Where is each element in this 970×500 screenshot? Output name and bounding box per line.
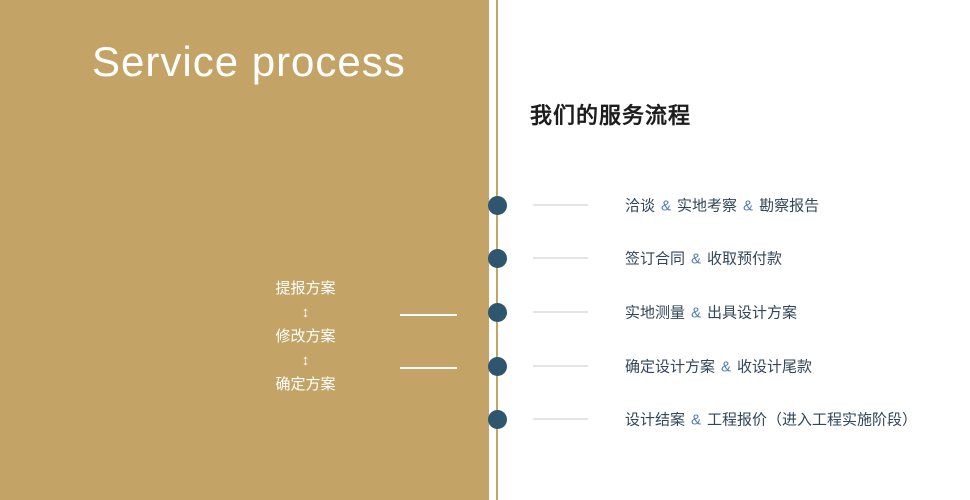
page-title: Service process xyxy=(92,38,406,85)
step-segment: 设计结案 xyxy=(625,411,686,429)
white-connector-line-1 xyxy=(400,314,457,316)
process-step-text: 设计结案&工程报价（进入工程实施阶段） xyxy=(625,409,917,430)
ampersand-separator: & xyxy=(661,197,672,215)
timeline-dot xyxy=(488,195,507,215)
plan-step-confirm: 确定方案 xyxy=(275,376,336,393)
step-segment: 勘察报告 xyxy=(759,197,820,215)
process-row: 设计结案&工程报价（进入工程实施阶段） xyxy=(533,409,917,430)
ampersand-separator: & xyxy=(691,250,702,268)
plan-step-revise: 修改方案 xyxy=(275,328,336,345)
process-step-text: 实地测量&出具设计方案 xyxy=(625,302,797,323)
plan-step-submit: 提报方案 xyxy=(275,280,336,297)
ampersand-separator: & xyxy=(743,197,754,215)
row-connector-line xyxy=(533,204,588,206)
timeline-dot xyxy=(488,248,507,268)
step-segment: 洽谈 xyxy=(625,197,656,215)
step-segment: 确定设计方案 xyxy=(625,358,716,376)
step-segment: 实地考察 xyxy=(677,197,738,215)
step-segment: 实地测量 xyxy=(625,304,686,322)
process-step-text: 洽谈&实地考察&勘察报告 xyxy=(625,195,819,216)
white-connector-line-2 xyxy=(400,367,457,369)
section-heading: 我们的服务流程 xyxy=(530,103,692,128)
step-segment: 签订合同 xyxy=(625,250,686,268)
ampersand-separator: & xyxy=(721,358,732,376)
row-connector-line xyxy=(533,365,588,367)
step-segment: 出具设计方案 xyxy=(707,304,798,322)
timeline-dot xyxy=(488,409,507,429)
step-segment: 工程报价（进入工程实施阶段） xyxy=(707,411,918,429)
timeline-dot xyxy=(488,356,507,376)
plan-revision-cycle: 提报方案 ↕ 修改方案 ↕ 确定方案 xyxy=(248,278,363,396)
process-row: 实地测量&出具设计方案 xyxy=(533,302,797,323)
timeline-dot xyxy=(488,302,507,322)
step-segment: 收设计尾款 xyxy=(737,358,813,376)
row-connector-line xyxy=(533,311,588,313)
process-row: 签订合同&收取预付款 xyxy=(533,248,782,269)
process-row: 确定设计方案&收设计尾款 xyxy=(533,356,812,377)
ampersand-separator: & xyxy=(691,304,702,322)
row-connector-line xyxy=(533,418,588,420)
process-row: 洽谈&实地考察&勘察报告 xyxy=(533,195,819,216)
double-arrow-icon: ↕ xyxy=(301,304,310,321)
left-gold-panel: Service process 提报方案 ↕ 修改方案 ↕ 确定方案 xyxy=(0,0,489,500)
row-connector-line xyxy=(533,257,588,259)
ampersand-separator: & xyxy=(691,411,702,429)
process-step-text: 签订合同&收取预付款 xyxy=(625,248,782,269)
process-step-text: 确定设计方案&收设计尾款 xyxy=(625,356,812,377)
step-segment: 收取预付款 xyxy=(707,250,783,268)
double-arrow-icon: ↕ xyxy=(301,352,310,369)
